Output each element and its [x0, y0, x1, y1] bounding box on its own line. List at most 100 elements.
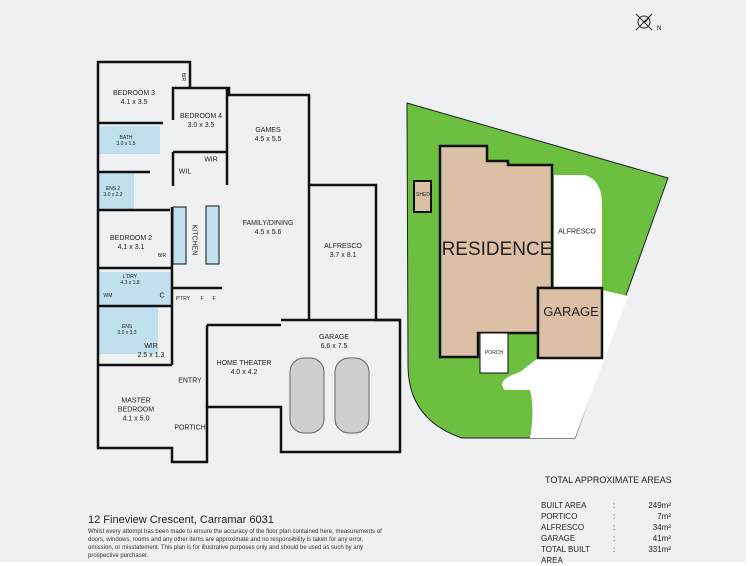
room-bedroom-4: BEDROOM 4 3.0 x 3.5: [180, 112, 222, 130]
compass-north-label: N: [657, 26, 662, 32]
room-games: GAMES 4.5 x 5.5: [255, 126, 282, 144]
area-label: GARAGE: [541, 534, 576, 543]
room-alfresco: ALFRESCO 3.7 x 8.1: [324, 242, 362, 260]
room-size: 2.5 x 1.3: [137, 352, 165, 359]
label-wir: WIR: [204, 156, 218, 164]
room-size: 4.5 x 5.5: [254, 136, 282, 143]
room-size: 6.6 x 7.5: [320, 343, 348, 350]
shed-building: [413, 180, 432, 213]
compass: N: [632, 10, 666, 45]
area-sep: :: [613, 501, 616, 510]
label-fridge-1: F: [200, 296, 204, 302]
room-size: 3.0 x 2.2: [103, 192, 123, 198]
area-row-built: BUILT AREA: 249m²: [541, 500, 671, 511]
label-bir-bed2: BIR: [157, 253, 167, 259]
room-name: GAMES: [255, 127, 281, 134]
wet-areas-ens2: [98, 172, 134, 210]
driveway: [502, 290, 628, 438]
site-plan: [406, 102, 669, 439]
label-entry: ENTRY: [178, 377, 202, 385]
room-size: 3.0 x 3.5: [187, 122, 215, 129]
room-name: BEDROOM 2: [109, 235, 153, 242]
areas-table: BUILT AREA: 249m² PORTICO: 7m² ALFRESCO: 34…: [541, 500, 671, 565]
room-name: FAMILY/DINING: [242, 220, 294, 227]
site-porch-label: PORCH: [484, 350, 504, 356]
wet-areas-bath: [98, 126, 160, 154]
label-cupboard: C: [159, 292, 165, 300]
room-name: GARAGE: [319, 334, 349, 341]
area-row-alfresco: ALFRESCO: 34m²: [541, 522, 671, 533]
site-shed-label: SHED: [416, 192, 430, 198]
area-label: ALFRESCO: [541, 523, 585, 532]
wet-areas-laundry: [98, 272, 172, 307]
car-1: [289, 357, 325, 434]
area-row-garage: GARAGE: 41m²: [541, 533, 671, 544]
area-value: 41m²: [652, 534, 671, 543]
room-name: L'DRY: [122, 274, 138, 280]
room-size: 3.0 x 1.5: [116, 141, 136, 147]
porch-area: [479, 332, 509, 374]
kitchen-island: [205, 205, 220, 265]
garage-building: [536, 286, 604, 360]
room-family-dining: FAMILY/DINING 4.5 x 5.6: [243, 219, 294, 237]
room-size: 3.0 x 3.3: [117, 330, 137, 336]
area-row-total: TOTAL BUILT AREA: 331m²: [541, 544, 671, 565]
car-2: [334, 357, 370, 434]
room-garage: GARAGE 6.6 x 7.5: [319, 333, 349, 351]
label-wm: WM: [103, 293, 113, 299]
room-name: WIR: [144, 343, 158, 350]
label-fridge-2: F: [212, 296, 216, 302]
area-label: PORTICO: [541, 512, 578, 521]
area-value: 331m²: [648, 545, 671, 554]
floor-plan: [96, 60, 402, 464]
room-size: 4.5 x 5.6: [254, 229, 282, 236]
room-bedroom-3: BEDROOM 3 4.1 x 3.5: [113, 89, 155, 107]
label-portich: PORTICH: [174, 424, 206, 432]
room-size: 4.1 x 3.1: [117, 244, 145, 251]
room-size: 4.3 x 1.8: [120, 280, 140, 286]
outer-walls: [96, 60, 402, 464]
area-sep: :: [613, 534, 616, 543]
area-sep: :: [613, 512, 616, 521]
property-address: 12 Fineview Crescent, Carramar 6031: [88, 514, 274, 526]
area-value: 7m²: [657, 512, 671, 521]
label-wil: WIL: [178, 168, 192, 176]
room-name: MASTER BEDROOM: [117, 397, 155, 414]
room-name: BEDROOM 4: [179, 113, 223, 120]
area-label: BUILT AREA: [541, 501, 587, 510]
room-name: BATH: [119, 135, 133, 141]
compass-north-arrow-icon: [635, 13, 653, 31]
room-size: 4.0 x 4.2: [230, 369, 258, 376]
label-kitchen: KITCHEN: [190, 224, 198, 256]
wet-areas-ens: [98, 306, 158, 354]
room-name: ENS: [121, 324, 133, 330]
room-size: 4.1 x 5.0: [122, 415, 150, 423]
room-size: 3.7 x 8.1: [329, 252, 357, 259]
area-value: 34m²: [652, 523, 671, 532]
room-name: ALFRESCO: [324, 243, 362, 250]
site-residence-label: RESIDENCE: [441, 239, 553, 260]
site-alfresco-label: ALFRESCO: [558, 228, 596, 236]
area-label: TOTAL BUILT AREA: [541, 545, 590, 565]
kitchen-bench: [172, 206, 187, 265]
label-bir-bed3: BIR: [180, 72, 186, 82]
area-sep: :: [613, 523, 616, 532]
room-bedroom-2: BEDROOM 2 4.1 x 3.1: [110, 234, 152, 252]
room-name: HOME THEATER: [216, 360, 272, 367]
areas-title: TOTAL APPROXIMATE AREAS: [545, 475, 672, 485]
room-wir-master: WIR 2.5 x 1.3: [138, 342, 165, 360]
area-sep: :: [613, 545, 616, 554]
alfresco-area: [554, 175, 602, 288]
room-size: 4.1 x 3.5: [120, 99, 148, 106]
area-value: 249m²: [648, 501, 671, 510]
room-home-theater: HOME THEATER 4.0 x 4.2: [217, 359, 272, 377]
room-name: BEDROOM 3: [112, 90, 156, 97]
site-garage-label: GARAGE: [543, 304, 599, 319]
